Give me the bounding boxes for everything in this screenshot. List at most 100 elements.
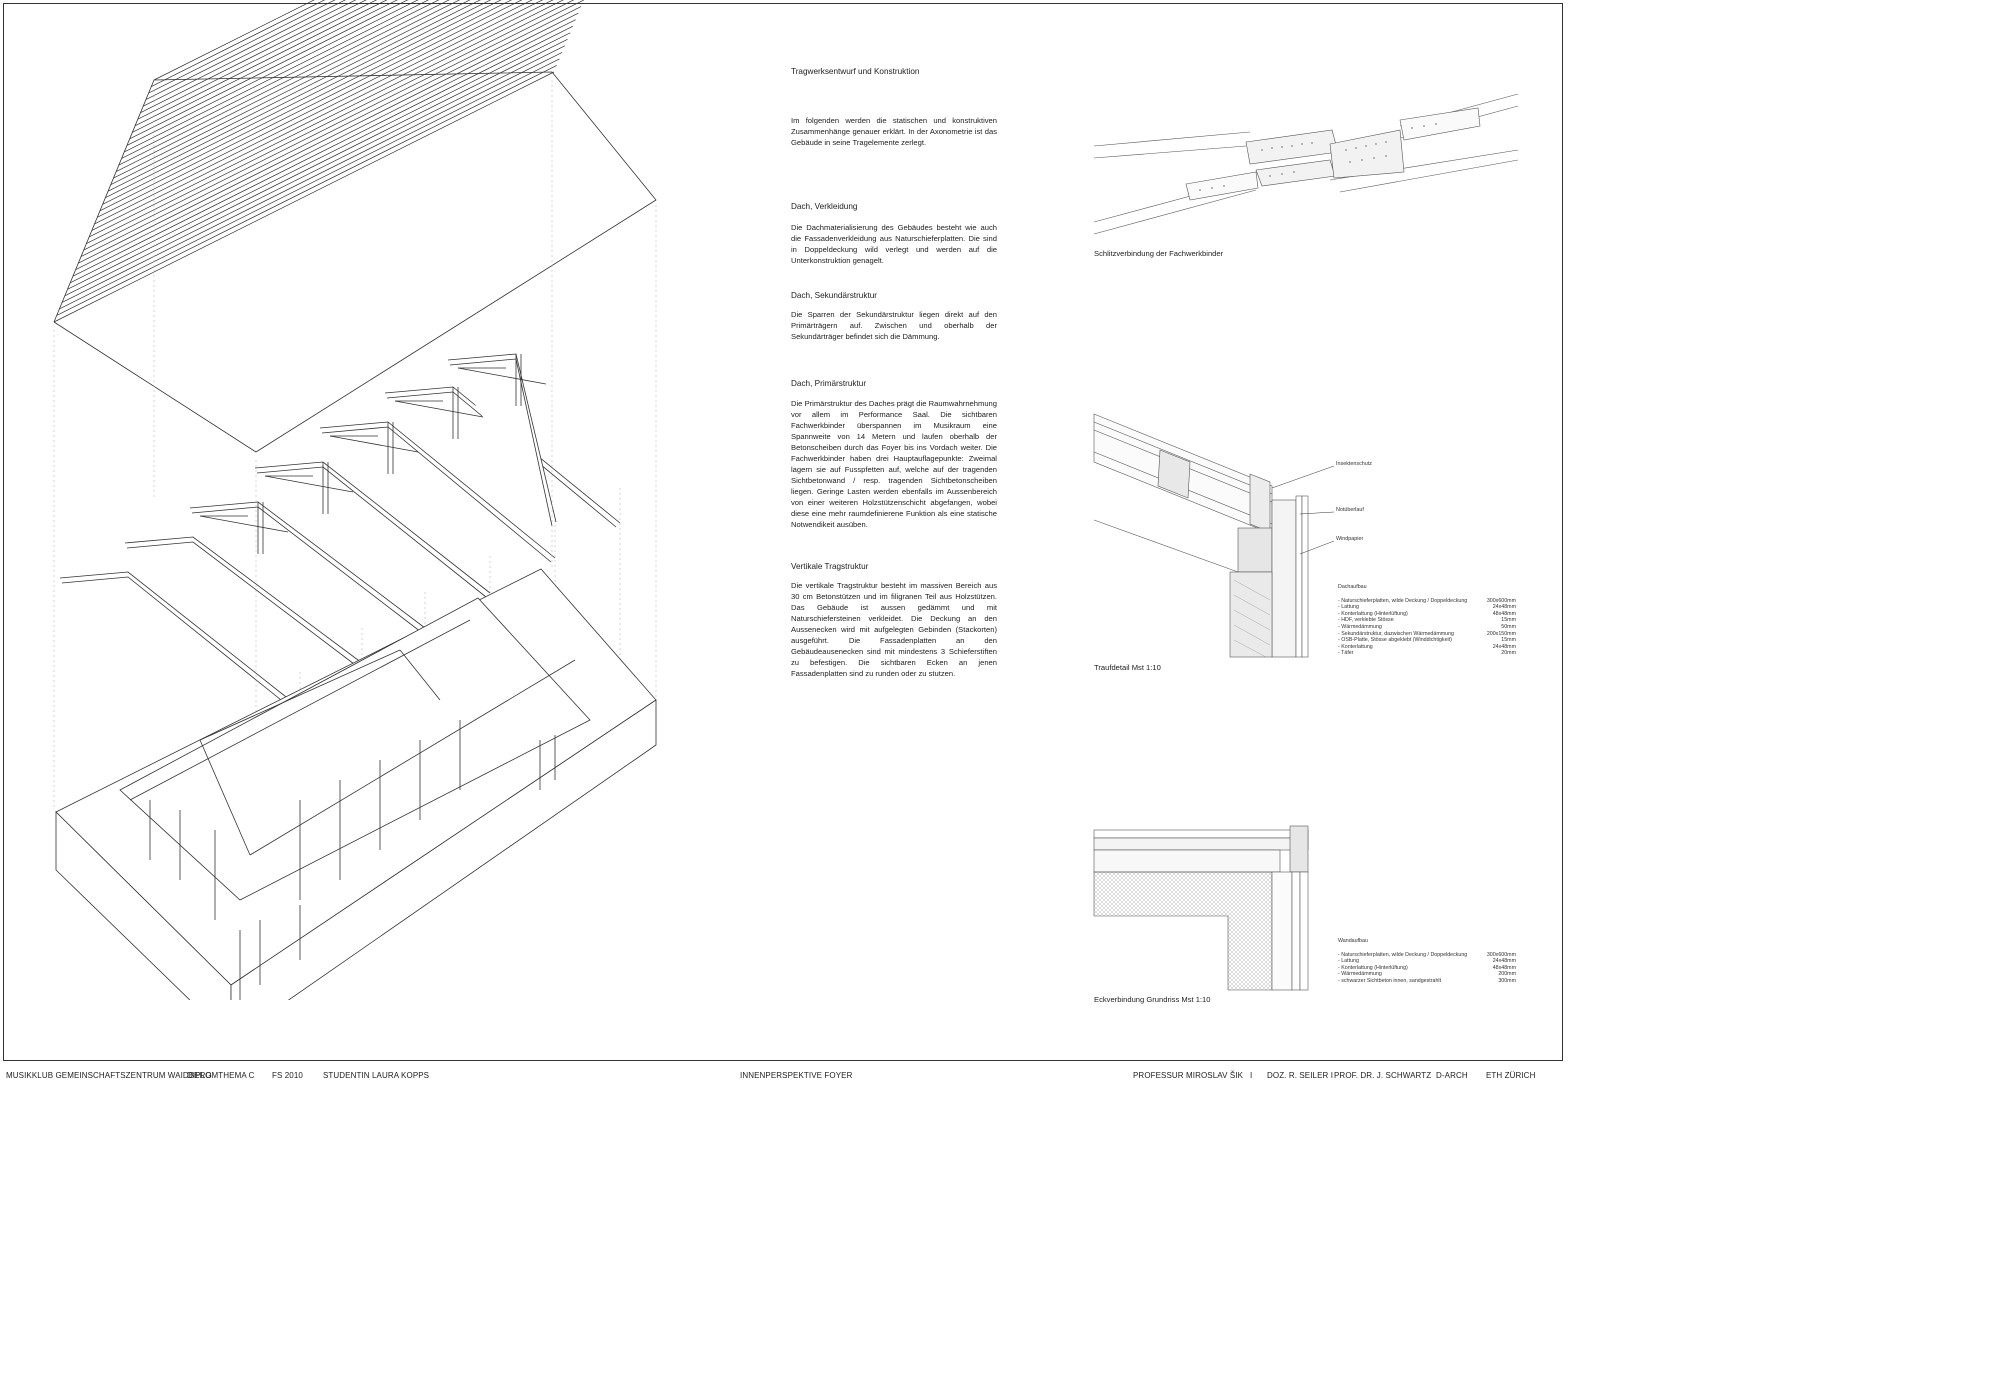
- roof-plank: [110, 0, 481, 185]
- dachaufbau-row: - Täfer 20mm: [1338, 650, 1516, 657]
- footer-professor: PROFESSUR MIROSLAV ŠIK: [1133, 1071, 1244, 1080]
- roof-plank: [70, 32, 571, 284]
- dachaufbau-row-name: - Sekundärstruktur, dazwischen Wärmedämm…: [1338, 630, 1454, 637]
- roof-plank: [102, 0, 512, 205]
- roof-plank: [140, 0, 367, 114]
- footer-school: ETH ZÜRICH: [1486, 1071, 1536, 1080]
- roof-plank: [151, 0, 326, 87]
- dachaufbau-title: Dachaufbau: [1338, 584, 1367, 590]
- dachaufbau-row: - Konterlattung (Hinterlüftung) 48x48mm: [1338, 611, 1516, 618]
- dachaufbau-row-name: - Täfer: [1338, 650, 1354, 657]
- label-insektenschutz: Insektenschutz: [1336, 461, 1372, 467]
- roof-plank: [97, 0, 533, 218]
- dachaufbau-row-name: - Konterlattung (Hinterlüftung): [1338, 610, 1408, 617]
- footer-diplom: DIPLOMTHEMA C: [187, 1071, 255, 1080]
- dachaufbau-row-name: - Konterlattung: [1338, 643, 1373, 650]
- roof-plank: [137, 0, 378, 120]
- roof-plank: [126, 0, 419, 146]
- wandaufbau-row-value: 24x48mm: [1492, 958, 1516, 965]
- wandaufbau-row-name: - schwarzer Sichtbeton innen, sandgestra…: [1338, 977, 1442, 984]
- schlitz-caption: Schlitzverbindung der Fachwerkbinder: [1094, 249, 1224, 258]
- roof-plank: [132, 0, 398, 133]
- dachaufbau-row-value: 48x48mm: [1492, 610, 1516, 617]
- dachaufbau-row: - Sekundärstruktur, dazwischen Wärmedämm…: [1338, 631, 1516, 638]
- eck-caption: Eckverbindung Grundriss Mst 1:10: [1094, 995, 1211, 1004]
- roof-plank: [124, 0, 429, 153]
- page-title: Tragwerksentwurf und Konstruktion: [791, 67, 920, 76]
- wandaufbau-row: - Wärmedämmung 200mm: [1338, 971, 1516, 978]
- roof-plank: [64, 45, 565, 297]
- footer-sheet-title: INNENPERSPEKTIVE FOYER: [740, 1071, 853, 1080]
- axonometric-drawing: [53, 0, 657, 1000]
- dachaufbau-row-value: 50mm: [1501, 623, 1516, 630]
- footer-project: MUSIKKLUB GEMEINSCHAFTSZENTRUM WAIDBERG: [6, 1071, 212, 1080]
- roof-plank: [91, 0, 554, 231]
- section-body-dach-verkleidung: Die Dachmaterialisierung des Gebäudes be…: [791, 223, 997, 265]
- dachaufbau-spec: Dachaufbau - Naturschieferplatten, wilde…: [1338, 584, 1516, 657]
- roof-plank: [143, 0, 357, 107]
- roof-plank: [78, 12, 579, 264]
- label-windpapier: Windpapier: [1336, 536, 1364, 542]
- section-body-sekundaerstruktur: Die Sparren der Sekundärstruktur liegen …: [791, 310, 997, 341]
- wandaufbau-spec: Wandaufbau - Naturschieferplatten, wilde…: [1338, 938, 1516, 985]
- section-heading-vertikale-tragstruktur: Vertikale Tragstruktur: [791, 562, 869, 571]
- dachaufbau-row-name: - Lattung: [1338, 604, 1359, 611]
- roof-plank: [88, 0, 564, 238]
- truss-diagonal: [329, 435, 419, 453]
- footer-dozent: DOZ. R. SEILER I: [1267, 1071, 1334, 1080]
- truss-chord-inner: [126, 541, 359, 668]
- wandaufbau-row: - Naturschieferplatten, wilde Deckung / …: [1338, 952, 1516, 959]
- roof-trusses: [59, 353, 621, 713]
- roof-plank: [148, 0, 336, 94]
- truss-chord-inner: [61, 576, 297, 713]
- dachaufbau-row-value: 24x48mm: [1492, 604, 1516, 611]
- wandaufbau-row-name: - Wärmedämmung: [1338, 971, 1382, 978]
- wandaufbau-row-name: - Konterlattung (Hinterlüftung): [1338, 964, 1408, 971]
- roof-plank: [56, 65, 557, 316]
- truss-diagonal: [394, 400, 484, 418]
- sheet-frame: [3, 3, 1563, 1061]
- dachaufbau-row: - HDF, verklebte Stösse 15mm: [1338, 617, 1516, 624]
- roof-plank: [80, 6, 582, 257]
- roof-cladding-planks: [53, 0, 657, 453]
- footer-student: STUDENTIN LAURA KOPPS: [323, 1071, 430, 1080]
- dachaufbau-row-value: 24x48mm: [1492, 643, 1516, 650]
- building-base-volume: [55, 568, 657, 1000]
- wandaufbau-row: - Konterlattung (Hinterlüftung)48x48mm: [1338, 965, 1516, 972]
- dachaufbau-row-value: 20mm: [1501, 650, 1516, 657]
- wandaufbau-row-value: 200mm: [1498, 971, 1516, 978]
- dachaufbau-row: - Naturschieferplatten, wilde Deckung / …: [1338, 598, 1516, 605]
- roof-plank: [145, 0, 346, 100]
- wandaufbau-title: Wandaufbau: [1338, 938, 1368, 944]
- dachaufbau-row-value: 200x150mm: [1486, 630, 1516, 637]
- dachaufbau-row-name: - HDF, verklebte Stösse: [1338, 617, 1394, 624]
- section-heading-sekundaerstruktur: Dach, Sekundärstruktur: [791, 291, 878, 300]
- roof-plank: [59, 58, 560, 310]
- dachaufbau-row-value: 15mm: [1501, 637, 1516, 644]
- dachaufbau-row-value: 300x600mm: [1486, 597, 1516, 604]
- roof-outline: [53, 71, 657, 453]
- roof-plank: [99, 0, 523, 212]
- section-body-vertikale-tragstruktur: Die vertikale Tragstruktur besteht im ma…: [791, 581, 997, 678]
- dachaufbau-row: - OSB-Platte, Stösse abgeklebt (Winddich…: [1338, 637, 1516, 644]
- truss-diagonal: [264, 475, 354, 493]
- roof-plank: [113, 0, 471, 179]
- dachaufbau-rows: - Naturschieferplatten, wilde Deckung / …: [1338, 598, 1516, 657]
- truss-diagonal: [457, 367, 547, 385]
- label-notueberlauf: Notüberlauf: [1336, 507, 1364, 513]
- roof-plank: [53, 71, 555, 323]
- footer-prof2: PROF. DR. J. SCHWARTZ: [1334, 1071, 1432, 1080]
- truss-diagonal: [199, 515, 289, 533]
- dachaufbau-row-name: - Naturschieferplatten, wilde Deckung / …: [1338, 597, 1468, 604]
- roof-plank: [134, 0, 388, 127]
- footer-semester: FS 2010: [272, 1071, 303, 1080]
- dachaufbau-row-name: - OSB-Platte, Stösse abgeklebt (Winddich…: [1338, 637, 1452, 644]
- wandaufbau-row-name: - Naturschieferplatten, wilde Deckung / …: [1338, 951, 1468, 958]
- roof-plank: [61, 52, 563, 303]
- dachaufbau-row-value: 15mm: [1501, 617, 1516, 624]
- wandaufbau-row-value: 300x600mm: [1486, 951, 1516, 958]
- roof-plank: [121, 0, 440, 159]
- roof-plank: [107, 0, 492, 192]
